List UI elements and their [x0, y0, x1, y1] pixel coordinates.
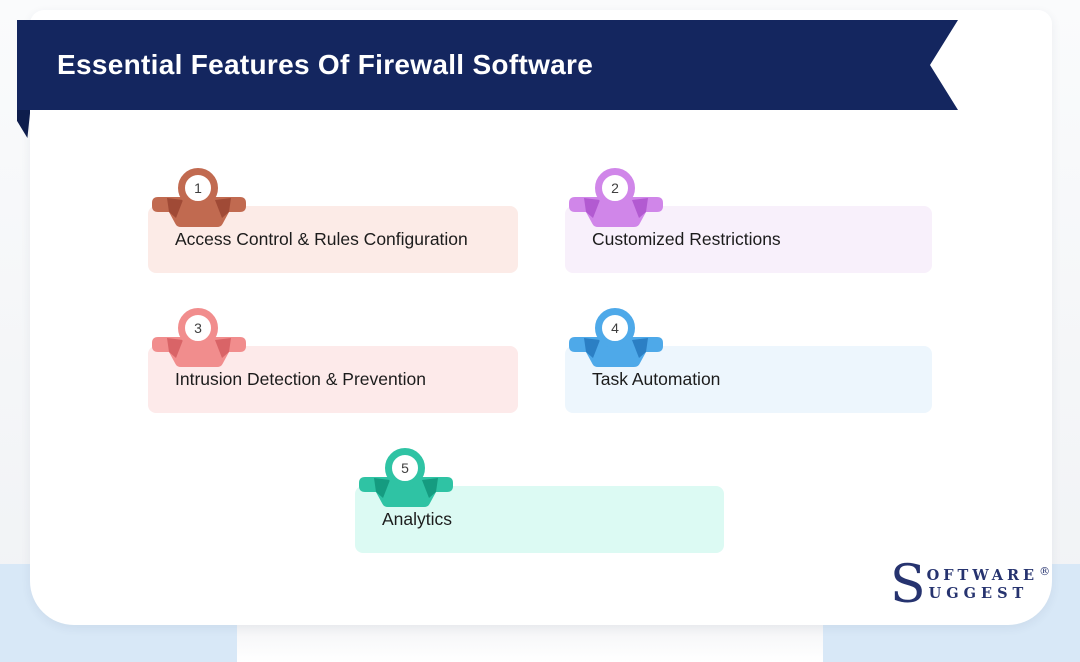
feature-label: Analytics — [382, 509, 453, 529]
logo-line1: OFTWARE — [926, 567, 1039, 584]
badge-number: 1 — [194, 180, 202, 196]
number-badge-icon: 4 — [569, 308, 663, 367]
feature-label: Intrusion Detection & Prevention — [175, 369, 426, 389]
feature-label: Customized Restrictions — [592, 229, 781, 249]
logo-line2: UGGEST — [928, 585, 1029, 602]
page-title: Essential Features Of Firewall Software — [57, 49, 594, 80]
feature-card-2: 2 Customized Restrictions — [565, 168, 932, 273]
feature-card-3: 3 Intrusion Detection & Prevention — [148, 308, 518, 413]
feature-card-1: 1 Access Control & Rules Configuration — [148, 168, 518, 273]
badge-number: 4 — [611, 320, 619, 336]
number-badge-icon: 1 — [152, 168, 246, 227]
title-ribbon: Essential Features Of Firewall Software — [17, 20, 958, 110]
registered-trademark-icon: ® — [1039, 565, 1051, 578]
feature-label: Task Automation — [592, 369, 721, 389]
badge-number: 5 — [401, 460, 409, 476]
badge-number: 3 — [194, 320, 202, 336]
feature-card-5: 5 Analytics — [355, 448, 724, 553]
number-badge-icon: 2 — [569, 168, 663, 227]
bottom-center-gap — [237, 622, 823, 662]
number-badge-icon: 5 — [359, 448, 453, 507]
feature-card-4: 4 Task Automation — [565, 308, 932, 413]
badge-number: 2 — [611, 180, 619, 196]
number-badge-icon: 3 — [152, 308, 246, 367]
logo-initial: S — [890, 555, 926, 615]
softwaresuggest-logo: S OFTWARE ® UGGEST — [890, 555, 1051, 615]
feature-label: Access Control & Rules Configuration — [175, 229, 468, 249]
